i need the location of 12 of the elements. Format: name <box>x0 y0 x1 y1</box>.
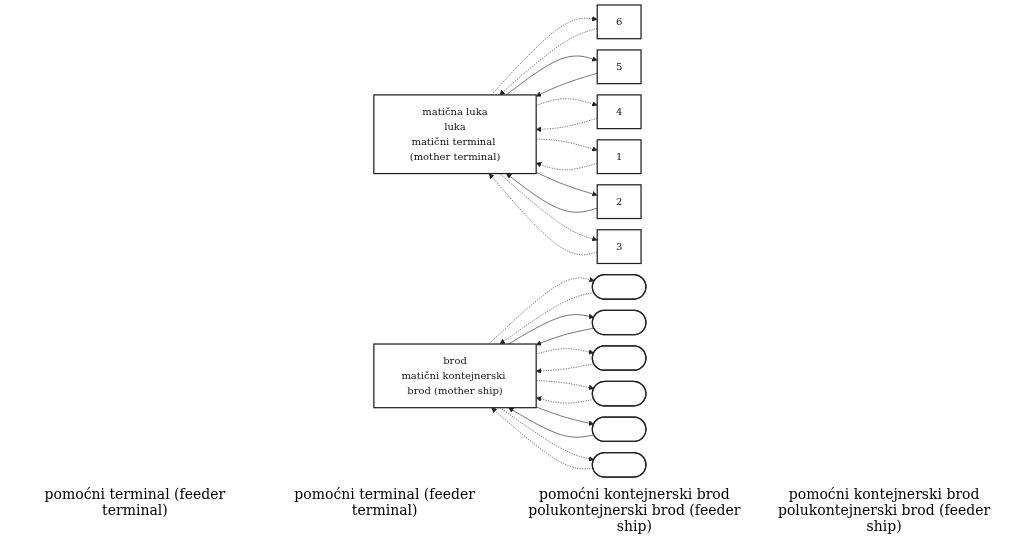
node-box: brod matični kontejnerski brod (mother ship) <box>372 343 537 409</box>
caption-text: pomoćni terminal (feeder terminal) <box>293 486 476 520</box>
caption-text: pomoćni kontejnerski brod polukontejnerski brod (feeder ship) <box>527 486 742 534</box>
node-box: 6 <box>596 4 642 40</box>
node-box: 4 <box>596 94 642 130</box>
caption-text: pomoćni terminal (feeder terminal) <box>43 486 227 520</box>
node-box: 5 <box>596 49 642 85</box>
node-box: 3 <box>596 229 642 265</box>
caption-text: pomoćni kontejnerski brod polukontejnerski brod (feeder ship) <box>776 486 992 534</box>
node-box: 1 <box>596 139 642 175</box>
node-box: 2 <box>596 184 642 220</box>
node-box: matična luka luka matični terminal (mother terminal) <box>372 94 537 175</box>
